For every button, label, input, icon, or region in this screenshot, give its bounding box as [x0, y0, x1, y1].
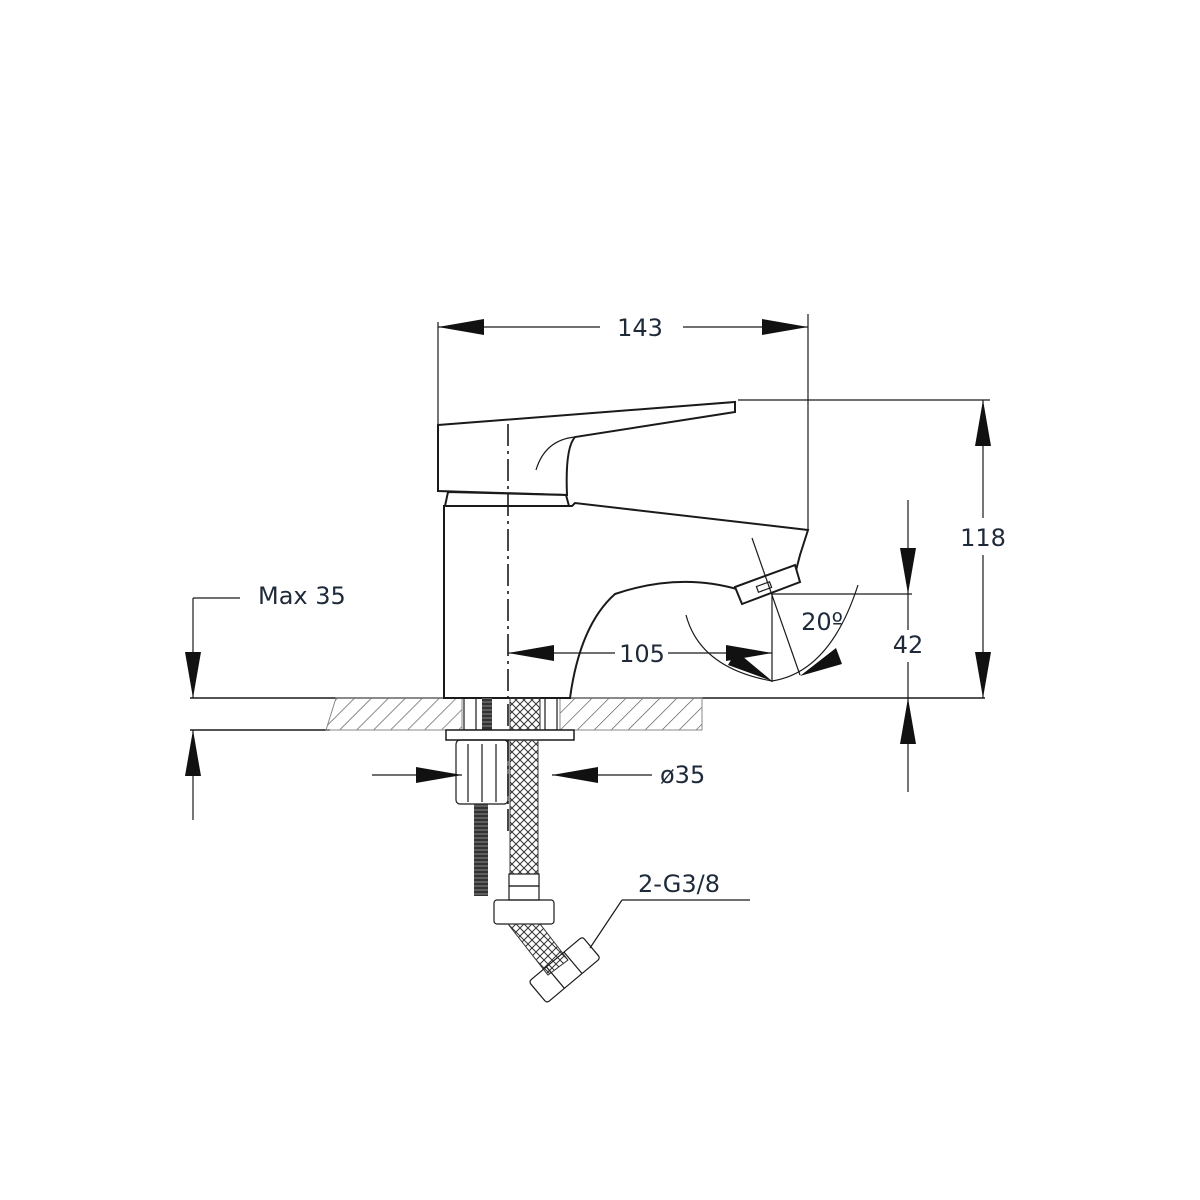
dimension-spout-height: 42	[772, 500, 923, 792]
mounting-hardware	[445, 697, 600, 1003]
aerator	[733, 563, 802, 606]
dimension-mounting-hole: ø35	[372, 761, 705, 789]
svg-text:42: 42	[893, 631, 924, 659]
svg-text:2-G3/8: 2-G3/8	[638, 870, 720, 898]
svg-text:105: 105	[619, 640, 665, 668]
dimension-spout-angle: 20º	[685, 537, 859, 682]
dimension-overall-length: 143	[437, 314, 809, 530]
svg-text:143: 143	[617, 314, 663, 342]
dimension-overall-height: 118	[738, 399, 1006, 698]
lever-handle	[437, 400, 736, 497]
svg-text:20º: 20º	[801, 608, 843, 636]
connection-callout: 2-G3/8	[589, 870, 750, 949]
svg-text:118: 118	[960, 524, 1006, 552]
svg-text:ø35: ø35	[660, 761, 705, 789]
countertop-section	[190, 697, 985, 731]
svg-text:Max 35: Max 35	[258, 582, 346, 610]
dimension-max-deck-thickness: Max 35	[185, 582, 346, 820]
